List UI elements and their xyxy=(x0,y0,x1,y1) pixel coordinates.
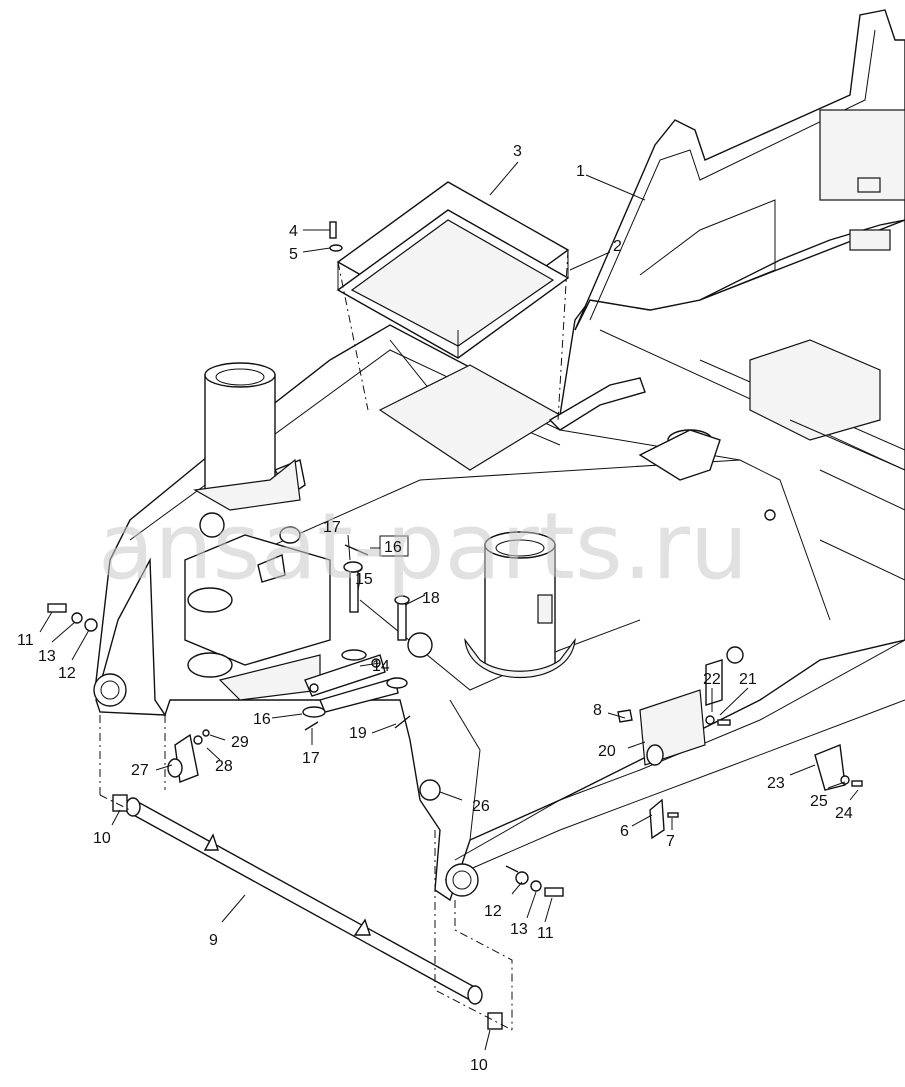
bolt-4-washer-5 xyxy=(329,221,343,252)
axle-tube xyxy=(112,794,503,1030)
callout-7: 7 xyxy=(666,833,675,850)
callout-28: 28 xyxy=(215,758,233,775)
callout-22: 22 xyxy=(703,671,721,688)
callout-13-right: 13 xyxy=(510,921,528,938)
pins-and-links xyxy=(302,544,411,731)
callout-16-lower: 16 xyxy=(253,711,271,728)
callout-10-top: 10 xyxy=(93,830,111,847)
callout-19: 19 xyxy=(349,725,367,742)
callout-16-upper: 16 xyxy=(384,539,402,556)
callout-11-left: 11 xyxy=(17,632,34,649)
leader-lines xyxy=(39,161,859,1051)
cover-plate xyxy=(336,181,570,359)
callout-27: 27 xyxy=(131,762,149,779)
callout-23: 23 xyxy=(767,775,785,792)
callout-18: 18 xyxy=(422,590,440,607)
callout-13-left: 13 xyxy=(38,648,56,665)
callout-2: 2 xyxy=(613,238,622,255)
callout-1: 1 xyxy=(576,163,585,180)
left-small-parts xyxy=(47,603,210,783)
callout-6: 6 xyxy=(620,823,629,840)
callout-29: 29 xyxy=(231,734,249,751)
callout-26: 26 xyxy=(472,798,490,815)
callout-4: 4 xyxy=(289,223,298,240)
right-side-brackets xyxy=(419,659,863,840)
watermark: ansat-parts.ru xyxy=(98,493,748,600)
callout-9: 9 xyxy=(209,932,218,949)
callout-8: 8 xyxy=(593,702,602,719)
right-pivot-column xyxy=(464,531,576,678)
callout-12-right: 12 xyxy=(484,903,502,920)
callout-11-right: 11 xyxy=(537,925,554,942)
callout-12-left: 12 xyxy=(58,665,76,682)
callout-14: 14 xyxy=(372,658,390,675)
callout-17-upper: 17 xyxy=(323,519,341,536)
right-lower-fasteners xyxy=(505,865,564,897)
callout-17-lower: 17 xyxy=(302,750,320,767)
left-pivot-column xyxy=(184,362,331,701)
alignment-lines xyxy=(99,249,569,1031)
callout-10-bottom: 10 xyxy=(470,1057,488,1074)
callout-24: 24 xyxy=(835,805,853,822)
callout-25: 25 xyxy=(810,793,828,810)
callout-5: 5 xyxy=(289,246,298,263)
callout-3: 3 xyxy=(513,143,522,160)
callout-15: 15 xyxy=(355,571,373,588)
callouts: 1 2 3 4 5 6 7 8 9 10 10 11 11 12 12 13 1… xyxy=(17,143,853,1074)
callout-21: 21 xyxy=(739,671,757,688)
callout-20: 20 xyxy=(598,743,616,760)
